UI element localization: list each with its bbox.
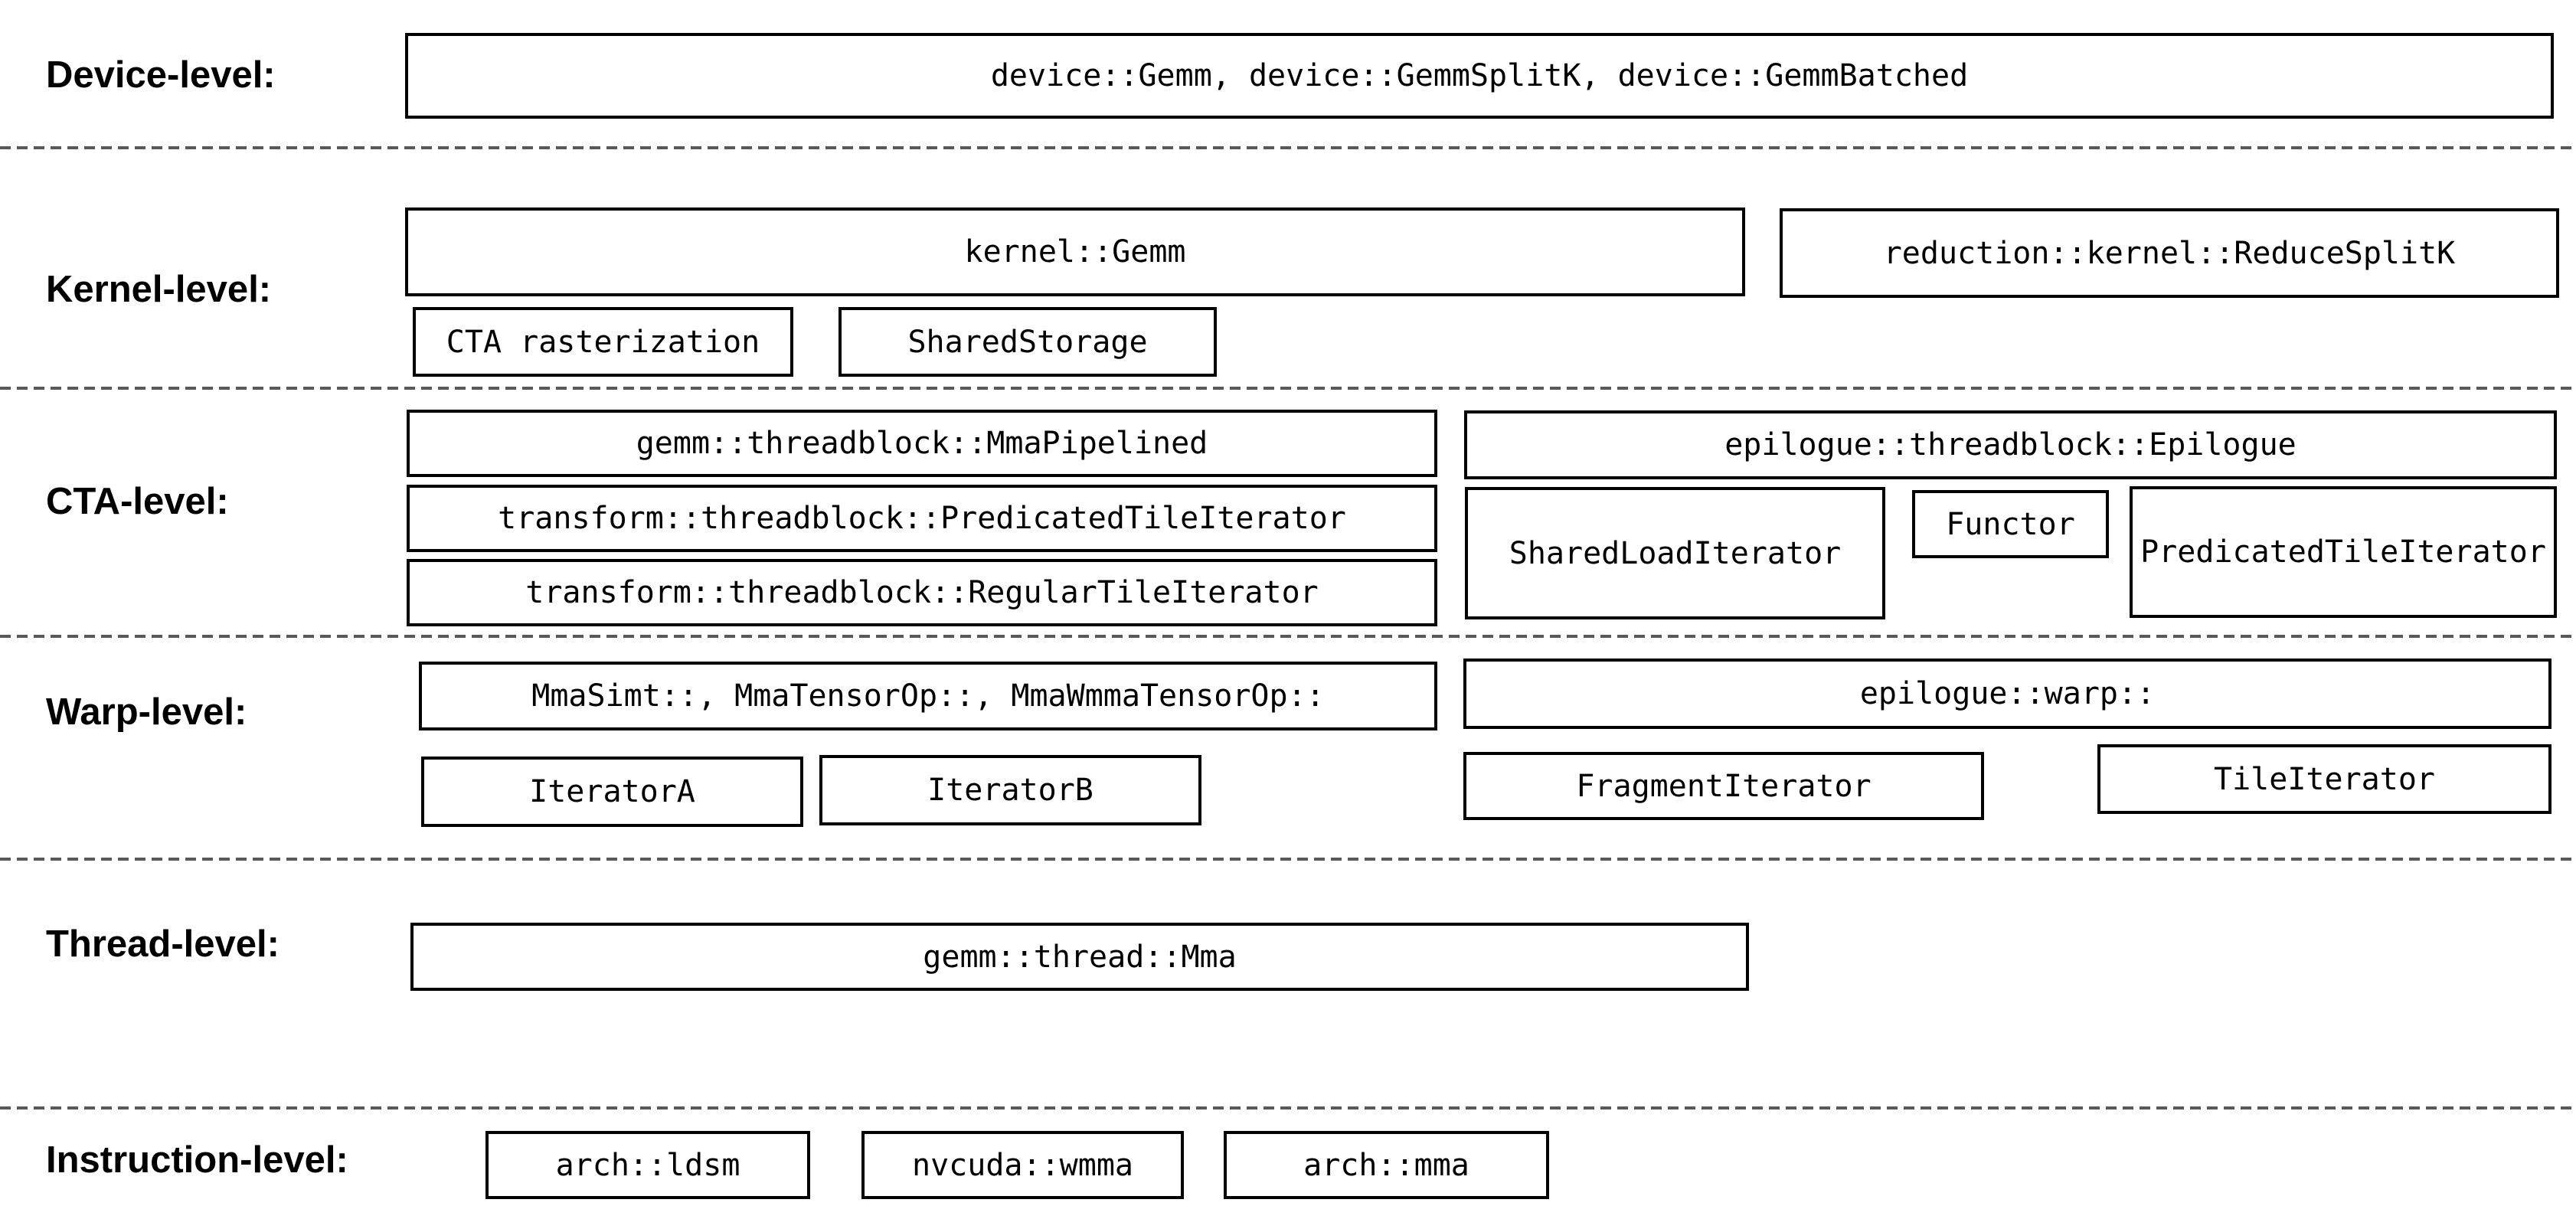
iterator-a-box: IteratorA	[421, 757, 803, 827]
cta-rasterization-box: CTA rasterization	[413, 307, 793, 377]
tile-iterator-box: TileIterator	[2097, 744, 2551, 814]
mma-ops-box: MmaSimt::, MmaTensorOp::, MmaWmmaTensorO…	[419, 662, 1437, 730]
arch-ldsm-box: arch::ldsm	[485, 1131, 810, 1199]
separator-cta-warp	[0, 635, 2576, 638]
device-level-label: Device-level:	[46, 54, 276, 96]
fragment-iterator-box: FragmentIterator	[1463, 752, 1984, 820]
instruction-level-label: Instruction-level:	[46, 1139, 348, 1181]
epilogue-threadblock-box: epilogue::threadblock::Epilogue	[1464, 410, 2557, 479]
epilogue-predicated-tile-iterator-box: PredicatedTileIterator	[2130, 486, 2557, 618]
functor-box: Functor	[1912, 490, 2109, 558]
separator-device-kernel	[0, 146, 2576, 149]
kernel-level-label: Kernel-level:	[46, 269, 272, 310]
sharedstorage-box: SharedStorage	[839, 307, 1217, 377]
kernel-gemm-box: kernel::Gemm	[405, 208, 1745, 296]
separator-kernel-cta	[0, 387, 2576, 390]
predicated-tile-iterator-box: transform::threadblock::PredicatedTileIt…	[407, 485, 1437, 552]
epilogue-warp-box: epilogue::warp::	[1463, 659, 2551, 729]
arch-mma-box: arch::mma	[1224, 1131, 1549, 1199]
thread-level-label: Thread-level:	[46, 923, 280, 965]
warp-level-label: Warp-level:	[46, 691, 247, 733]
mma-pipelined-box: gemm::threadblock::MmaPipelined	[407, 410, 1437, 477]
regular-tile-iterator-box: transform::threadblock::RegularTileItera…	[407, 559, 1437, 626]
separator-thread-instruction	[0, 1106, 2576, 1110]
nvcuda-wmma-box: nvcuda::wmma	[861, 1131, 1184, 1199]
cta-level-label: CTA-level:	[46, 481, 229, 522]
separator-warp-thread	[0, 858, 2576, 861]
iterator-b-box: IteratorB	[819, 755, 1201, 825]
gemm-thread-mma-box: gemm::thread::Mma	[410, 923, 1749, 991]
device-gemm-box: device::Gemm, device::GemmSplitK, device…	[405, 33, 2554, 119]
shared-load-iterator-box: SharedLoadIterator	[1465, 487, 1885, 619]
reduction-kernel-reducesplitk-box: reduction::kernel::ReduceSplitK	[1780, 208, 2559, 298]
